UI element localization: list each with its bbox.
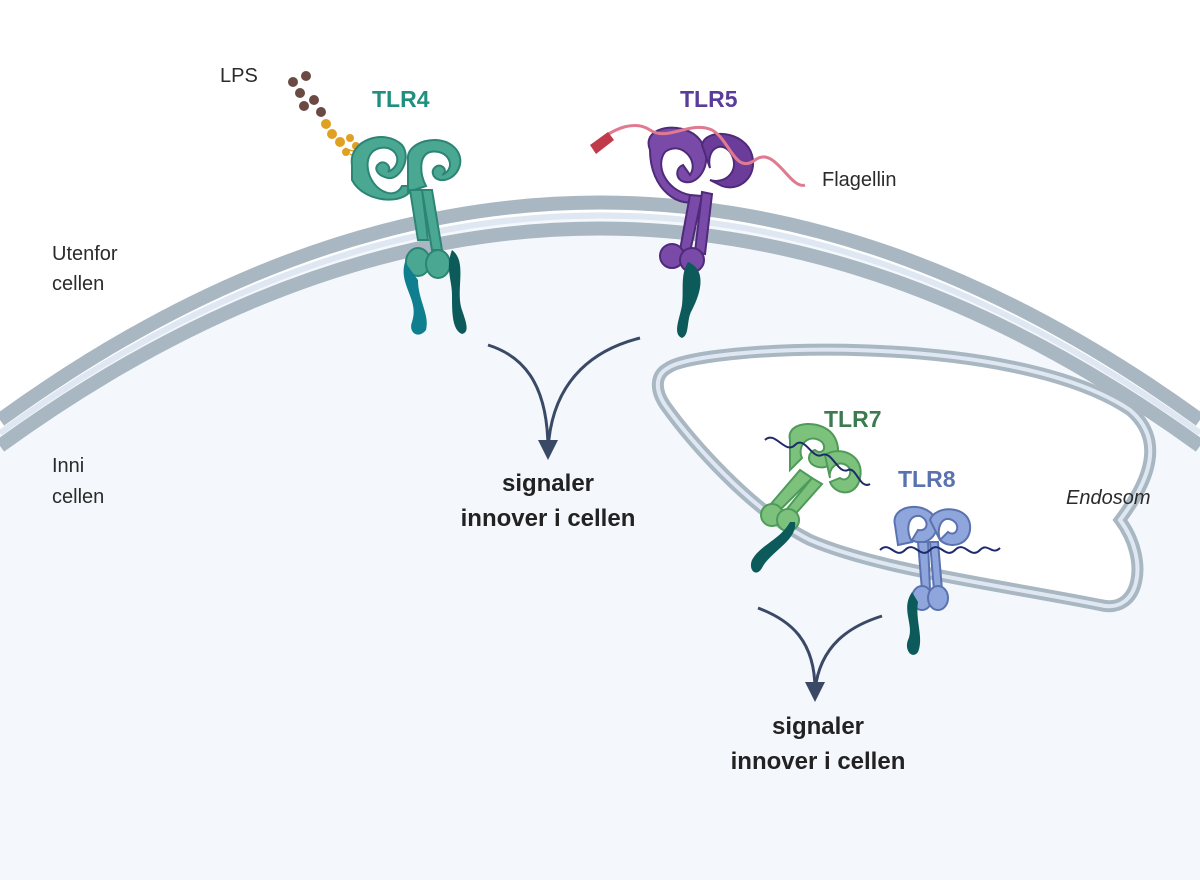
outside-cell-label-line1: Utenfor xyxy=(52,243,118,265)
tlr8-label: TLR8 xyxy=(898,466,956,492)
inside-cell-label-line2: cellen xyxy=(52,486,104,508)
signal-text-2-line1: signaler xyxy=(772,713,864,740)
outside-cell-label-line2: cellen xyxy=(52,273,104,295)
endosome-label: Endosom xyxy=(1066,487,1151,509)
lps-molecule xyxy=(288,71,371,158)
tlr5-label: TLR5 xyxy=(680,86,738,112)
tlr7-receptor xyxy=(750,423,871,573)
flagellin-label: Flagellin xyxy=(822,169,896,191)
signal-text-1-line1: signaler xyxy=(502,470,594,497)
signal-text-1-line2: innover i cellen xyxy=(461,505,636,532)
endosome xyxy=(651,343,1157,613)
tlr8-receptor xyxy=(879,505,1001,655)
tlr5-receptor xyxy=(647,126,755,338)
tlr4-receptor xyxy=(350,136,467,335)
lps-label: LPS xyxy=(220,65,258,87)
plasma-membrane xyxy=(0,195,1200,452)
tlr4-label: TLR4 xyxy=(372,86,430,112)
signal-arrow-1 xyxy=(487,336,641,460)
inside-cell-label-line1: Inni xyxy=(52,455,84,477)
flagellin-molecule xyxy=(590,124,806,187)
tlr7-label: TLR7 xyxy=(824,406,882,432)
signal-arrow-2 xyxy=(757,606,883,702)
signal-text-2-line2: innover i cellen xyxy=(731,748,906,775)
